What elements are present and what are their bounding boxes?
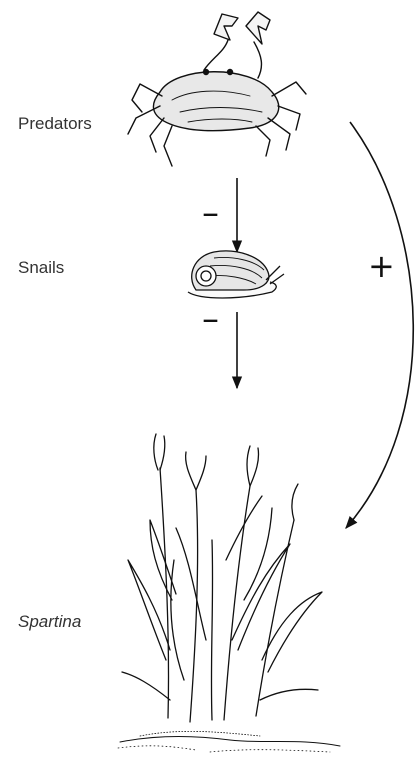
label-predators: Predators [18,114,92,134]
arrow-predators-to-spartina [346,122,413,528]
label-spartina: Spartina [18,612,81,632]
label-snails: Snails [18,258,64,278]
crab-icon [128,12,306,166]
snail-icon [188,251,284,298]
effect-predators-spartina: + [368,250,395,282]
spartina-grass-icon [118,434,340,752]
effect-predators-snails: – [202,196,219,230]
effect-snails-spartina: – [202,302,219,336]
